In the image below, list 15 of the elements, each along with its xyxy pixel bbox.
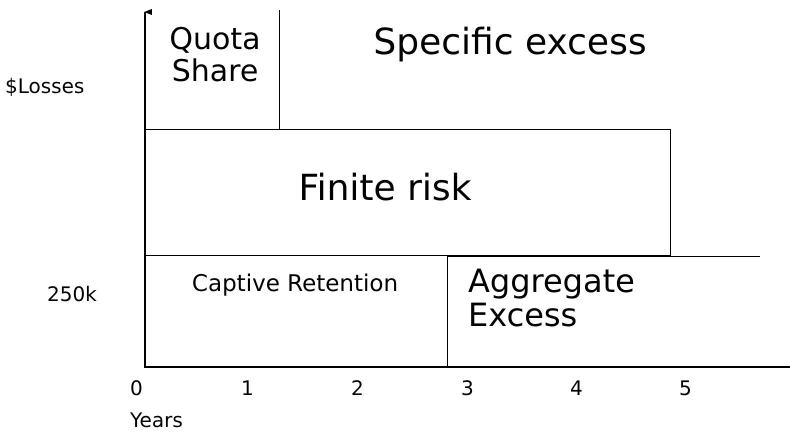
region-label: Quota Share bbox=[168, 24, 262, 87]
axis-label: Years bbox=[130, 410, 183, 430]
tick-label: 0 bbox=[130, 378, 143, 398]
tick-label: 1 bbox=[241, 378, 254, 398]
tick-label: 250k bbox=[47, 284, 97, 304]
region-box bbox=[145, 129, 671, 256]
tick-label: 2 bbox=[351, 378, 364, 398]
region-label: Aggregate Excess bbox=[468, 265, 636, 332]
region-label: Finite risk bbox=[297, 170, 473, 208]
tick-label: 3 bbox=[461, 378, 474, 398]
region-label: Specific excess bbox=[372, 24, 648, 62]
tick-label: 5 bbox=[679, 378, 692, 398]
axis-label: $Losses bbox=[5, 76, 84, 96]
tick-label: 4 bbox=[570, 378, 583, 398]
region-label: Captive Retention bbox=[190, 272, 400, 296]
